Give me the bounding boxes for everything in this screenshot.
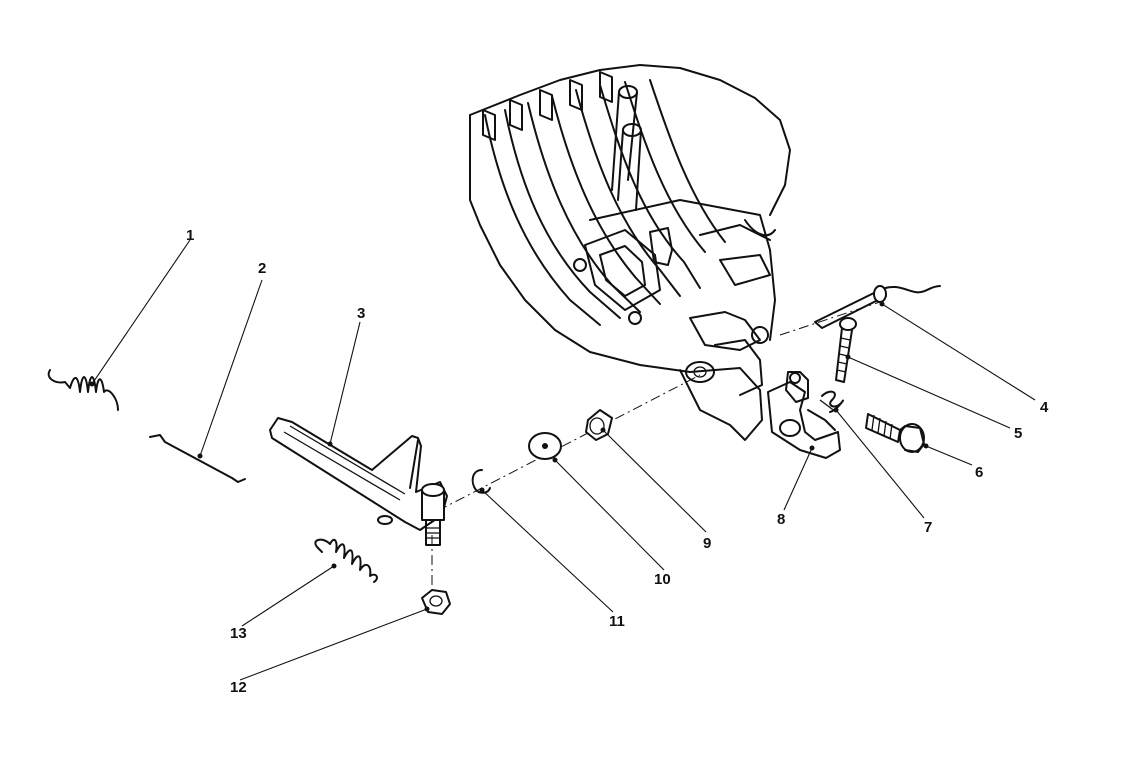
- callout-3: 3: [357, 305, 365, 322]
- callout-5: 5: [1014, 425, 1022, 442]
- callouts: 1 2 3 4 5 6 7 8 9 10 11 12 13: [186, 227, 1049, 696]
- callout-9: 9: [703, 535, 711, 552]
- callout-4: 4: [1040, 399, 1049, 416]
- callout-1: 1: [186, 227, 194, 244]
- callout-10: 10: [654, 571, 671, 588]
- part-8-bracket: [767, 371, 841, 459]
- leader-lines: [89, 239, 1036, 681]
- callout-6: 6: [975, 464, 983, 481]
- part-4-rod: [814, 285, 941, 329]
- part-3-governor-lever: [269, 417, 448, 546]
- part-13-spring: [314, 538, 378, 583]
- part-11-clip: [471, 469, 491, 494]
- part-7-spring: [819, 390, 844, 413]
- part-2-rod: [149, 434, 246, 483]
- part-1-spring: [47, 369, 119, 411]
- part-6-bolt: [865, 413, 925, 453]
- callout-11: 11: [609, 613, 625, 630]
- callout-2: 2: [258, 260, 266, 277]
- callout-12: 12: [230, 679, 247, 696]
- engine-block: [469, 64, 791, 441]
- part-10-washer: [528, 432, 562, 460]
- part-5-screw: [835, 317, 857, 383]
- callout-13: 13: [230, 625, 247, 642]
- callout-7: 7: [924, 519, 932, 536]
- callout-8: 8: [777, 511, 785, 528]
